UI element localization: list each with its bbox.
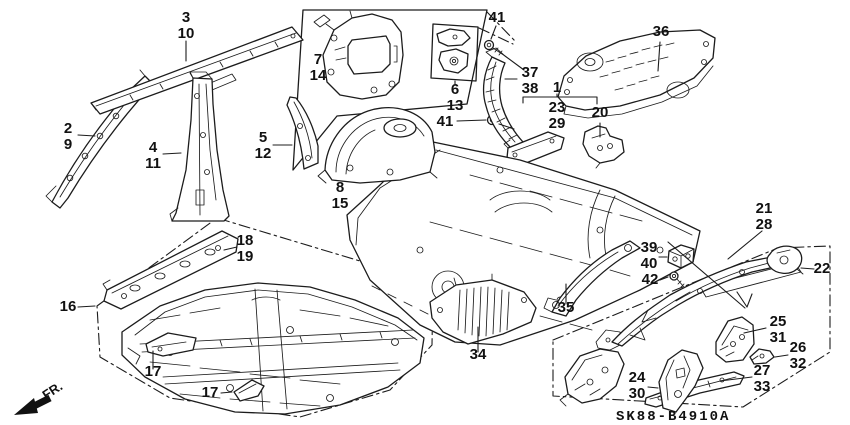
callout-labels: 3 10 2 9 4 11 5 12 7 14 6 13 41 41 37 38…: [60, 9, 831, 402]
callout-25[interactable]: 25: [770, 313, 787, 330]
part-outrigger-24-30: [658, 349, 704, 413]
callout-2[interactable]: 2: [64, 120, 72, 137]
callout-6[interactable]: 6: [451, 81, 459, 98]
callout-8[interactable]: 8: [336, 179, 344, 196]
callout-26[interactable]: 26: [790, 339, 807, 356]
diagram-code: SK88-B4910A: [616, 409, 730, 425]
leader-26-32: [774, 354, 789, 358]
callout-17a[interactable]: 17: [145, 363, 162, 380]
callout-4[interactable]: 4: [149, 139, 158, 156]
part-front-crossmember-18-19: [102, 230, 239, 310]
callout-17b[interactable]: 17: [202, 384, 219, 401]
callout-41-upper[interactable]: 41: [489, 9, 506, 26]
callout-33[interactable]: 33: [754, 378, 771, 395]
callout-20[interactable]: 20: [592, 104, 609, 121]
callout-9[interactable]: 9: [64, 136, 72, 153]
callout-12[interactable]: 12: [255, 145, 272, 162]
leader-16: [77, 305, 96, 308]
callout-18[interactable]: 18: [237, 232, 254, 249]
part-center-pillar-4-11: [169, 71, 230, 222]
part-bracket-20: [582, 125, 625, 169]
leader-mount-line: [667, 241, 753, 309]
leader-1-bracket: [522, 93, 598, 105]
leader-22: [800, 267, 815, 270]
part-jack-bracket-17a: [145, 332, 197, 357]
part-jack-bracket-17b: [233, 379, 265, 402]
part-bracket-25-31: [715, 316, 755, 363]
callout-42[interactable]: 42: [642, 271, 659, 288]
callout-13[interactable]: 13: [447, 97, 464, 114]
leader-41-lower: [456, 119, 515, 130]
part-rear-wheelhouse-8-15: [317, 107, 438, 184]
leader-36: [657, 41, 661, 72]
callout-41-lower[interactable]: 41: [437, 113, 454, 130]
callout-21[interactable]: 21: [756, 200, 773, 217]
leader-lines: [77, 25, 815, 394]
callout-40[interactable]: 40: [641, 255, 658, 272]
callout-36[interactable]: 36: [653, 23, 670, 40]
callout-31[interactable]: 31: [770, 329, 787, 346]
callout-1[interactable]: 1: [553, 79, 561, 96]
callout-34[interactable]: 34: [470, 346, 487, 363]
part-front-floor-panel-16: [121, 282, 425, 415]
callout-38[interactable]: 38: [522, 80, 539, 97]
part-quarter-inner-panel-7-14: [313, 10, 404, 100]
callout-32[interactable]: 32: [790, 355, 807, 372]
callout-19[interactable]: 19: [237, 248, 254, 265]
callout-37[interactable]: 37: [522, 64, 539, 81]
callout-23[interactable]: 23: [549, 99, 566, 116]
leader-24-30: [647, 386, 659, 389]
leader-41-upper: [490, 25, 525, 71]
callout-27[interactable]: 27: [754, 362, 771, 379]
part-bracket-39-40: [667, 244, 695, 269]
callout-5[interactable]: 5: [259, 129, 267, 146]
part-rear-crossmember-35: [543, 240, 641, 351]
callout-35[interactable]: 35: [558, 299, 575, 316]
part-bracket-26-32: [749, 348, 775, 365]
fr-arrow-head: [14, 398, 38, 415]
part-quarter-brackets-6-13: [436, 28, 471, 74]
part-rear-shelf-36: [557, 29, 716, 119]
leader-2-9: [77, 134, 96, 137]
callout-10[interactable]: 10: [178, 25, 195, 42]
callout-22[interactable]: 22: [814, 260, 831, 277]
callout-11[interactable]: 11: [145, 155, 161, 172]
front-direction-indicator: FR.: [14, 379, 65, 415]
leader-42: [659, 276, 669, 281]
callout-24[interactable]: 24: [629, 369, 646, 386]
callout-28[interactable]: 28: [756, 216, 773, 233]
bracket-group-box: [430, 23, 479, 82]
front-floor-group-outline: [96, 217, 434, 418]
callout-16[interactable]: 16: [60, 298, 77, 315]
leader-4-11: [162, 152, 182, 155]
leader-18-19: [223, 246, 238, 251]
callout-29[interactable]: 29: [549, 115, 566, 132]
part-quarter-pillar-garnish-5-12: [286, 96, 319, 170]
callout-30[interactable]: 30: [629, 385, 646, 402]
callout-3[interactable]: 3: [182, 9, 190, 26]
leader-17b: [220, 391, 233, 394]
callout-39[interactable]: 39: [641, 239, 658, 256]
callout-7[interactable]: 7: [314, 51, 322, 68]
projection-line: [486, 11, 516, 42]
part-corner-panel: [559, 348, 625, 407]
callout-15[interactable]: 15: [332, 195, 349, 212]
leader-21-28: [727, 230, 763, 260]
part-bracket-22: [766, 245, 804, 275]
fr-arrow-shaft: [32, 394, 52, 410]
part-middle-crossmember-34: [429, 273, 537, 345]
projection-line: [478, 27, 514, 45]
leader-27-33: [719, 376, 753, 382]
bolt-42: [669, 271, 685, 288]
leader-25-31: [743, 327, 767, 334]
callout-14[interactable]: 14: [310, 67, 327, 84]
